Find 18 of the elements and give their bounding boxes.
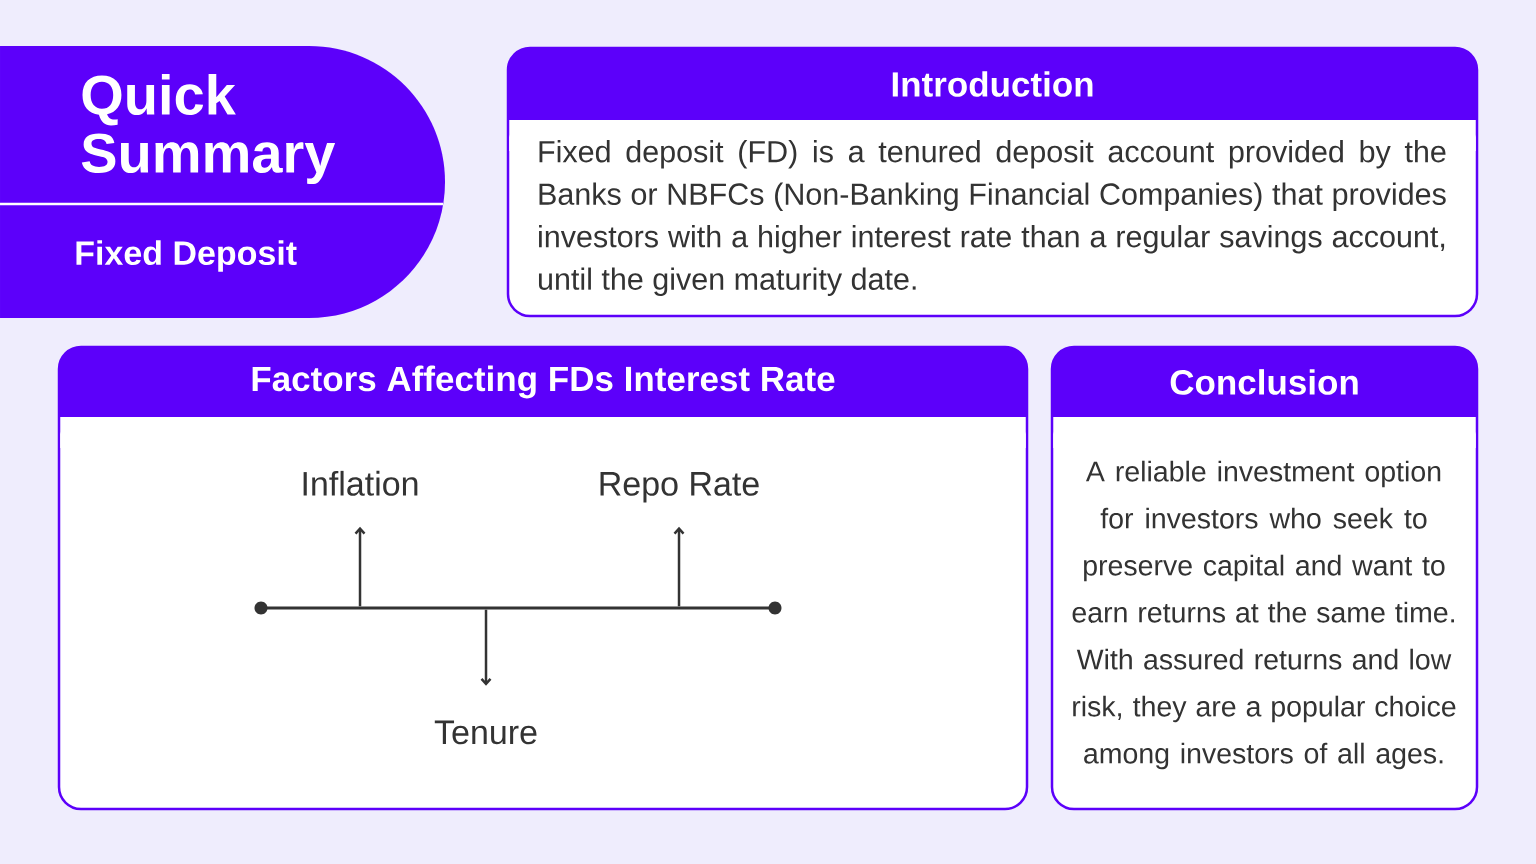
card-heading: Factors Affecting FDs Interest Rate <box>252 365 835 399</box>
factor-label: Inflation <box>303 470 418 496</box>
arrow <box>673 526 685 607</box>
card <box>1050 345 1479 811</box>
card <box>57 345 1029 811</box>
timeline-line <box>254 601 782 615</box>
factor-label: Tenure <box>434 720 537 745</box>
card-heading: Conclusion <box>1170 369 1358 395</box>
card <box>506 46 1479 318</box>
arrow <box>354 526 366 607</box>
panel-subtitle: Fixed Deposit <box>76 240 297 272</box>
summary-panel <box>0 46 445 318</box>
panel-title: Quick Summary <box>81 73 336 185</box>
body-text: Fixed deposit (FD) is a tenured deposit account provided by the Banks or NBFCs (Non-Banking Financial Companies) that provides investors with a higher interest rate than a regular savings account, until the given maturity date. <box>539 140 1446 296</box>
arrow <box>480 609 492 686</box>
card-heading: Introduction <box>892 71 1093 97</box>
body-text: A reliable investment option for investors who seek to preserve capital and want to earn returns at the same time. With assured returns and low risk, they are a popular choice among investors of all ages. <box>1072 460 1456 770</box>
factor-label: Repo Rate <box>600 472 759 503</box>
